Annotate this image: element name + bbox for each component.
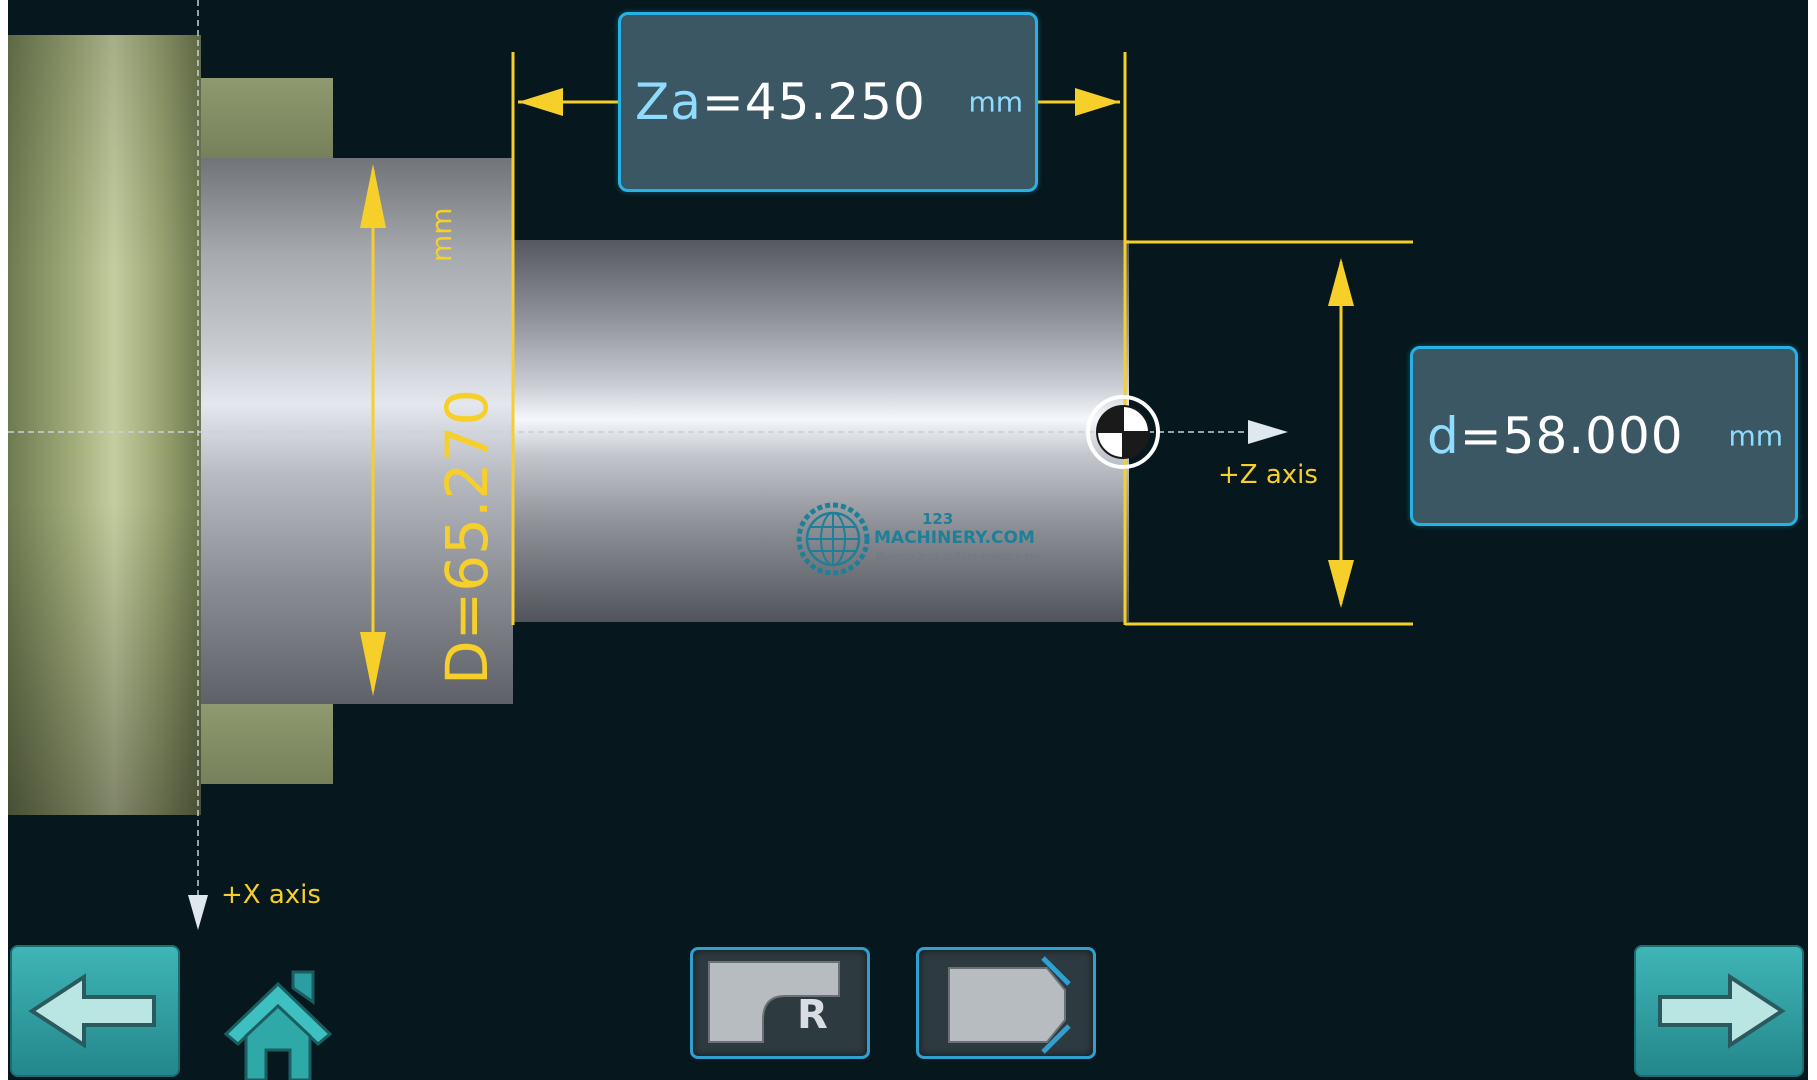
watermark-line3: Buying and selling made easy xyxy=(876,550,1042,563)
radius-tool-icon xyxy=(708,961,840,1043)
d-arrowhead-bottom xyxy=(1328,560,1354,608)
z-axis-label: +Z axis xyxy=(1218,460,1318,490)
x-axis-label: +X axis xyxy=(221,880,321,910)
work-zero-icon xyxy=(1086,395,1160,469)
D-arrowhead-top xyxy=(360,164,386,228)
D-unit: mm xyxy=(425,207,458,262)
chuck-body xyxy=(8,35,201,815)
d-label: d=58.000 xyxy=(1427,407,1684,465)
chuck-jaw-top xyxy=(201,78,333,158)
watermark-line2: MACHINERY.COM xyxy=(874,528,1035,548)
globe-gear-icon xyxy=(796,502,870,576)
za-value: =45.250 xyxy=(701,73,926,131)
dimension-overlay xyxy=(8,0,1413,930)
d-arrowhead-top xyxy=(1328,258,1354,306)
next-button[interactable] xyxy=(1634,945,1804,1077)
chamfer-tool-icon xyxy=(948,956,1071,1054)
D-dimension-label[interactable]: D=65.270 xyxy=(433,388,501,685)
D-value: =65.270 xyxy=(433,388,501,641)
radius-tool-button[interactable]: R xyxy=(690,947,870,1059)
x-axis-arrow xyxy=(188,895,208,930)
watermark-line1: 123 xyxy=(922,510,954,528)
back-button[interactable] xyxy=(10,945,180,1077)
watermark: 123 MACHINERY.COM Buying and selling mad… xyxy=(794,500,1041,580)
za-label: Za=45.250 xyxy=(635,73,926,131)
za-arrowhead-right xyxy=(1075,88,1120,116)
arrow-left-icon xyxy=(28,973,156,1049)
arrow-right-icon xyxy=(1658,973,1786,1049)
d-unit: mm xyxy=(1728,419,1783,453)
za-unit: mm xyxy=(968,85,1023,119)
workpiece-large-diameter xyxy=(201,158,513,704)
lathe-setup-screen: Za=45.250 mm d=58.000 mm D=65.270 mm +X … xyxy=(8,0,1808,1080)
d-value-box[interactable]: d=58.000 mm xyxy=(1410,346,1798,526)
za-value-box[interactable]: Za=45.250 mm xyxy=(618,12,1038,192)
home-button[interactable] xyxy=(198,940,368,1080)
D-arrowhead-bottom xyxy=(360,632,386,696)
z-axis-arrow xyxy=(1248,420,1288,444)
chamfer-tool-button[interactable] xyxy=(916,947,1096,1059)
za-arrowhead-left xyxy=(518,88,563,116)
d-value: =58.000 xyxy=(1459,407,1684,465)
radius-tool-letter: R xyxy=(797,992,828,1038)
chuck-jaw-bottom xyxy=(201,704,333,784)
workpiece-small-diameter xyxy=(513,240,1129,622)
home-icon xyxy=(223,970,333,1080)
